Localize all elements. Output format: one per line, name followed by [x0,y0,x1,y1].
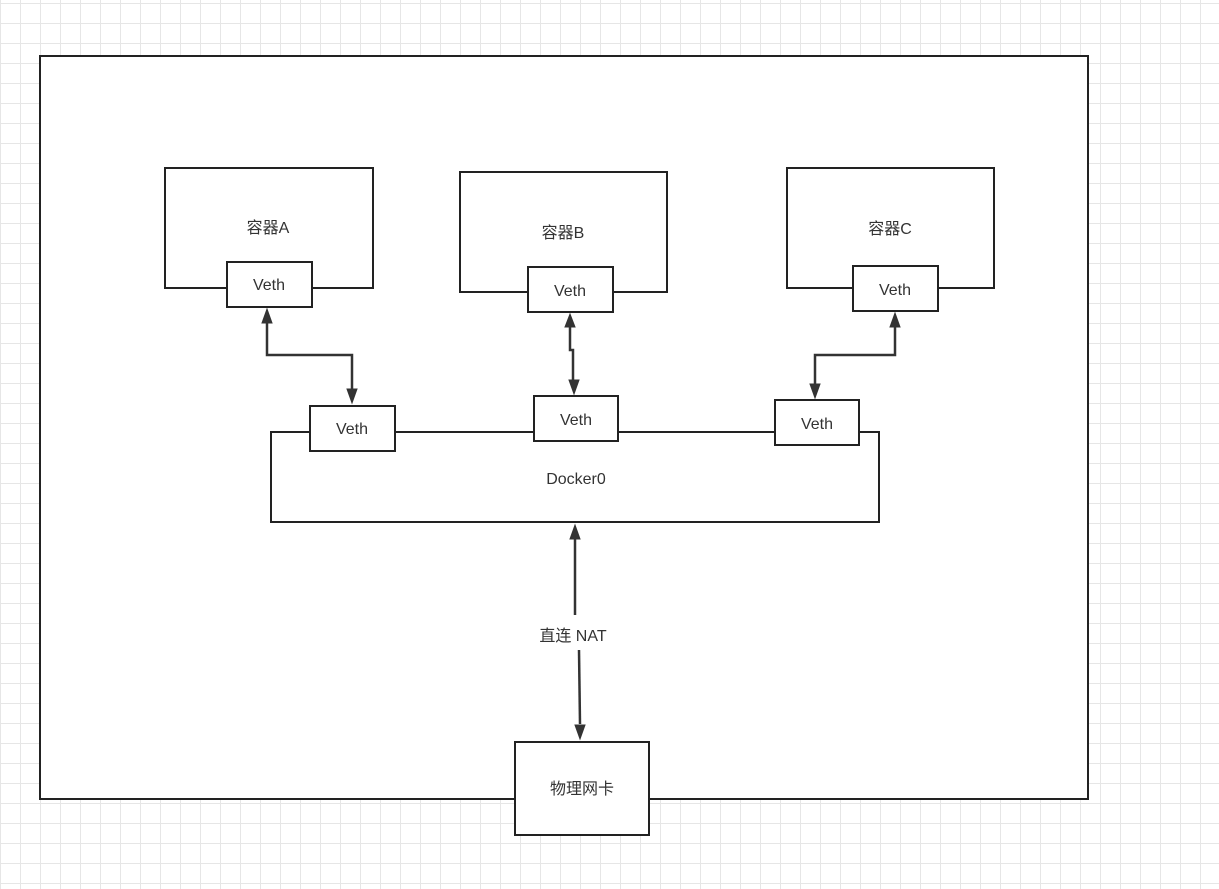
docker0-bridge[interactable]: Docker0 Veth Veth Veth [270,395,880,523]
container-c-label: 容器C [868,220,912,238]
bridge-veth-2-box [533,395,619,442]
bridge-veth-1-label: Veth [336,421,368,438]
link-b-arrow-down [568,379,580,396]
nat-arrow-up [569,523,581,540]
link-c-line [813,326,897,385]
nat-line-bottom [577,649,582,725]
link-a-line [265,322,354,390]
bridge-veth-3-label: Veth [801,416,833,433]
container-b-veth-label: Veth [554,283,586,300]
nat-link-label: 直连 NAT [539,627,606,645]
link-c-arrow-up [889,311,901,328]
link-b-arrow-up [564,312,576,328]
link-c-to-bridge [809,311,901,400]
container-a-veth-box [226,261,313,308]
link-b-line [568,326,575,380]
link-b-to-bridge [564,312,580,396]
container-a-label: 容器A [247,219,290,237]
container-b[interactable]: 容器B Veth [459,171,668,313]
container-a[interactable]: 容器A Veth [164,167,374,308]
link-a-arrow-up [261,307,273,324]
bridge-label: Docker0 [546,471,606,488]
link-c-arrow-down [809,383,821,400]
container-c[interactable]: 容器C Veth [786,167,995,312]
link-a-arrow-down [346,388,358,405]
container-c-veth-label: Veth [879,282,911,299]
physical-nic[interactable]: 物理网卡 [514,741,650,836]
bridge-outline [270,431,880,523]
link-bridge-to-nic: 直连 NAT [539,523,607,741]
link-a-to-bridge [261,307,358,405]
physical-nic-label: 物理网卡 [550,780,614,798]
nat-arrow-down [574,724,586,741]
bridge-veth-3-box [774,399,860,446]
container-b-veth-box [527,266,614,313]
bridge-veth-2-label: Veth [560,412,592,429]
container-a-veth-label: Veth [253,277,285,294]
physical-nic-box [514,741,650,836]
container-c-veth-box [852,265,939,312]
bridge-veth-1-box [309,405,396,452]
container-b-label: 容器B [542,224,585,242]
